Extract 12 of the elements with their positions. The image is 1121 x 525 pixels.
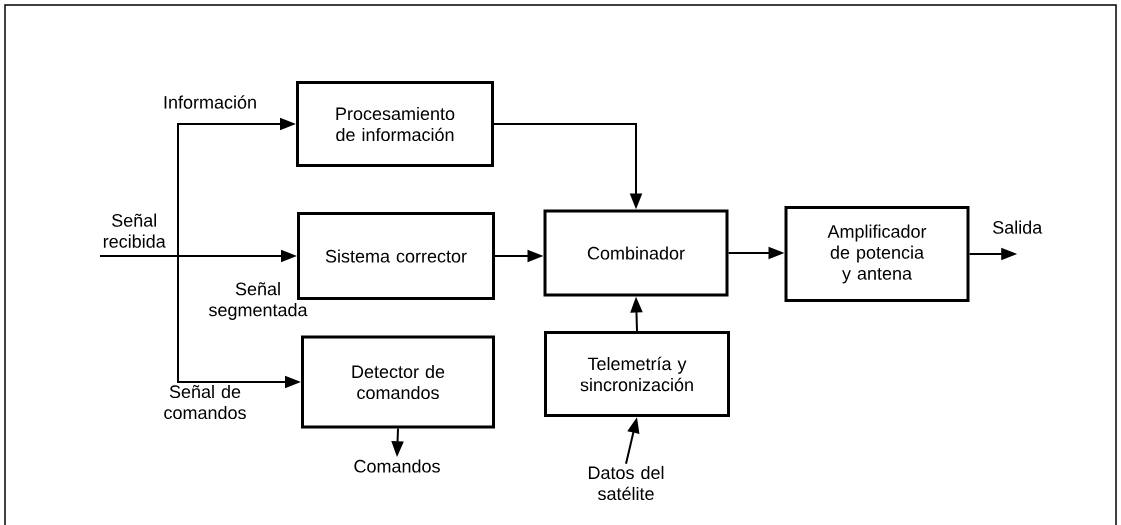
signal-label: Señal recibida [103,213,166,248]
signal-label: Salida [993,220,1043,234]
process-box: Procesamiento de información [296,81,494,167]
process-box: Detector de comandos [301,335,495,429]
process-box: Combinador [543,209,729,297]
signal-label: Datos del satélite [588,465,664,501]
signal-label: Comandos [354,459,440,473]
process-box: Telemetría y sincronización [544,331,730,417]
edge-label: Información [164,95,256,109]
process-box: Amplificador de potencia y antena [784,206,970,302]
edge-label: Señal de comandos [164,384,246,420]
process-box: Sistema corrector [297,212,495,300]
